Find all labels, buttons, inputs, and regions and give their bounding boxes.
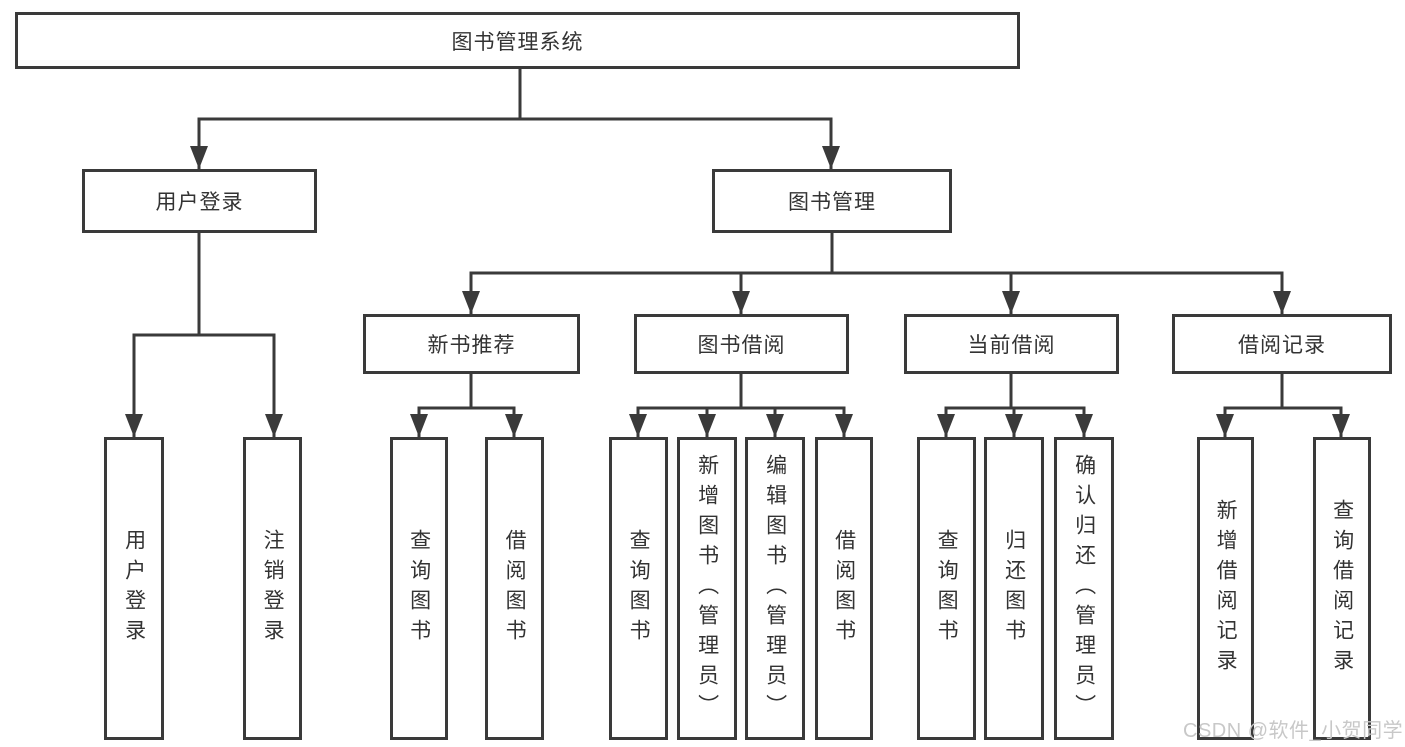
node-label: 图书借阅 [697, 334, 786, 357]
connector-line [469, 271, 1284, 314]
leaf-return-books: 归还图书 [984, 437, 1044, 740]
node-label: 借阅图书 [503, 528, 527, 649]
leaf-confirm-return-admin: 确认归还（管理员） [1054, 437, 1114, 740]
arrowhead-icon [125, 414, 143, 437]
arrowhead-icon [937, 414, 955, 437]
node-book-borrowing: 图书借阅 [634, 314, 849, 374]
leaf-add-book-admin: 新增图书（管理员） [677, 437, 737, 740]
node-label: 编辑图书（管理员） [763, 453, 787, 724]
node-label: 用户登录 [155, 191, 244, 214]
node-book-management: 图书管理 [712, 169, 952, 233]
arrowhead-icon [732, 291, 750, 314]
node-root-library-management-system: 图书管理系统 [15, 12, 1020, 69]
leaf-logout: 注销登录 [243, 437, 302, 740]
arrowhead-icon [190, 146, 208, 169]
node-label: 查询借阅记录 [1330, 498, 1354, 679]
arrowhead-icon [629, 414, 647, 437]
node-label: 归还图书 [1002, 528, 1026, 649]
connector-line [132, 333, 276, 437]
node-label: 新增借阅记录 [1214, 498, 1238, 679]
leaf-add-borrow-record: 新增借阅记录 [1197, 437, 1254, 740]
leaf-query-borrow-record: 查询借阅记录 [1313, 437, 1371, 740]
node-label: 查询图书 [407, 528, 431, 649]
leaf-query-books-borrow: 查询图书 [609, 437, 668, 740]
csdn-watermark: CSDN @软件_小贺同学 [1183, 720, 1404, 742]
leaf-borrow-books: 借阅图书 [815, 437, 873, 740]
node-label: 借阅记录 [1238, 334, 1326, 357]
node-label: 查询图书 [627, 528, 651, 649]
arrowheads [125, 146, 1350, 437]
node-label: 新书推荐 [427, 334, 516, 357]
node-current-borrowing: 当前借阅 [904, 314, 1119, 374]
arrowhead-icon [1002, 291, 1020, 314]
arrowhead-icon [1332, 414, 1350, 437]
node-user-login: 用户登录 [82, 169, 317, 233]
arrowhead-icon [835, 414, 853, 437]
connector-line [197, 117, 833, 169]
node-borrowing-records: 借阅记录 [1172, 314, 1392, 374]
node-new-book-recommendation: 新书推荐 [363, 314, 580, 374]
node-label: 确认归还（管理员） [1072, 453, 1096, 724]
arrowhead-icon [822, 146, 840, 169]
arrowhead-icon [698, 414, 716, 437]
node-label: 借阅图书 [832, 528, 856, 649]
connector-lines [132, 69, 1343, 437]
arrowhead-icon [410, 414, 428, 437]
arrowhead-icon [462, 291, 480, 314]
connector-line [1223, 406, 1343, 437]
arrowhead-icon [1273, 291, 1291, 314]
leaf-query-books-current: 查询图书 [917, 437, 976, 740]
leaf-query-books-recommend: 查询图书 [390, 437, 448, 740]
leaf-borrow-books-recommend: 借阅图书 [485, 437, 544, 740]
connector-line [417, 406, 516, 437]
node-label: 图书管理 [788, 191, 876, 214]
arrowhead-icon [766, 414, 784, 437]
node-label: 新增图书（管理员） [695, 453, 719, 724]
node-label: 图书管理系统 [451, 30, 584, 54]
arrowhead-icon [1005, 414, 1023, 437]
leaf-edit-book-admin: 编辑图书（管理员） [745, 437, 805, 740]
node-label: 当前借阅 [967, 334, 1056, 357]
node-label: 查询图书 [935, 528, 959, 649]
arrowhead-icon [1216, 414, 1234, 437]
node-label: 用户登录 [122, 528, 146, 649]
connector-line [636, 406, 846, 437]
arrowhead-icon [505, 414, 523, 437]
node-label: 注销登录 [261, 528, 285, 649]
leaf-user-login: 用户登录 [104, 437, 164, 740]
arrowhead-icon [265, 414, 283, 437]
arrowhead-icon [1075, 414, 1093, 437]
